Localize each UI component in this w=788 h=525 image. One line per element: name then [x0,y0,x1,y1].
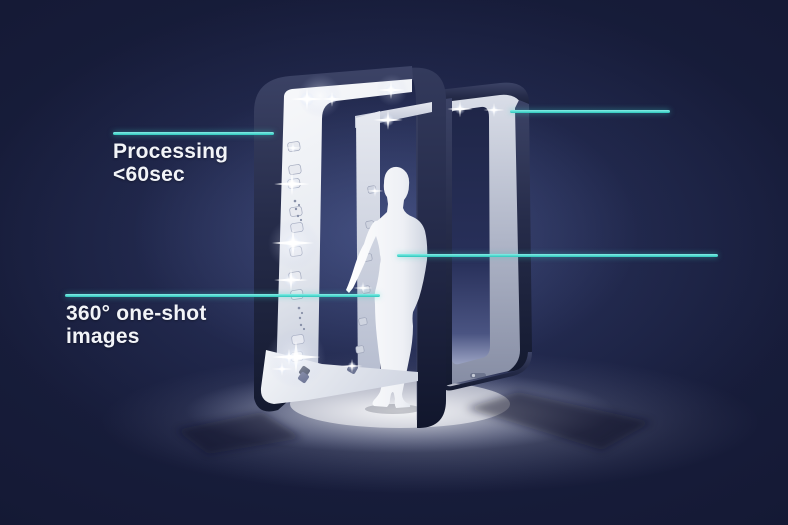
front-frame-white-face [276,79,412,382]
back-frame [438,82,532,391]
back-frame-opening [451,106,490,365]
callout-connector-line [113,132,274,135]
callout-connector-line [397,254,718,257]
callout-text-line: Processing [113,140,229,163]
light-flares [266,74,505,388]
callout-connector-line [510,110,670,113]
mannequin [346,166,428,408]
callout-connector-line [65,294,380,297]
callout-text-line: 360° one-shot [66,302,207,325]
callout-label-images: 360° one-shot images [66,302,207,348]
callout-text-line: <60sec [113,163,185,186]
callout-label-processing: Processing <60sec [113,140,228,186]
callout-text-line: images [66,325,140,348]
logo-mark [470,373,486,378]
